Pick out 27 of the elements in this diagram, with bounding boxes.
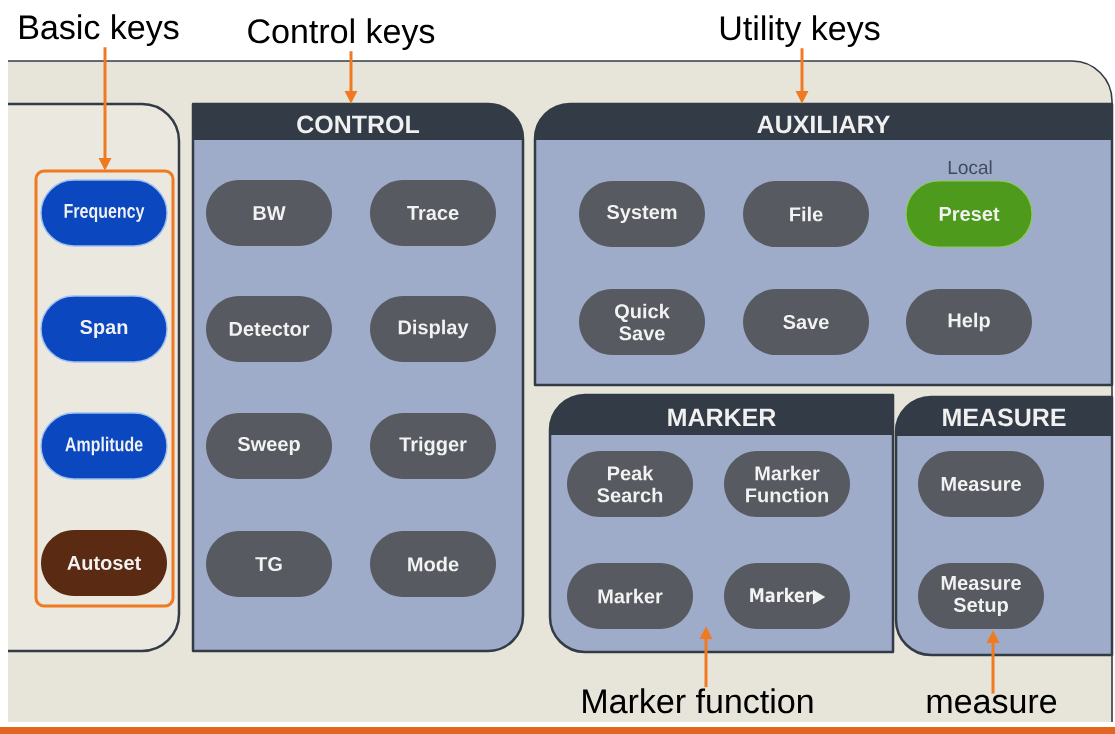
- key-button: Trace: [370, 180, 496, 246]
- annotation-label: Utility keys: [720, 15, 880, 48]
- annotation-label: measure: [927, 694, 1057, 714]
- key-button: Display: [370, 296, 496, 362]
- highlight-box: [34, 169, 175, 608]
- key-button: Trigger: [370, 413, 496, 479]
- key-button: Autoset: [41, 530, 167, 596]
- key-button: Marker: [567, 563, 693, 629]
- key-caption: Local: [948, 160, 992, 175]
- key-button: TG: [206, 531, 332, 597]
- annotation-label: Basic keys: [20, 14, 179, 47]
- key-button: Sweep: [206, 413, 332, 479]
- key-button: Marker Function: [724, 451, 850, 517]
- key-button: Detector: [206, 296, 332, 362]
- key-button: Mode: [370, 531, 496, 597]
- key-button: Marker▶: [724, 563, 850, 629]
- key-button: Quick Save: [579, 289, 705, 355]
- key-button: Measure Setup: [918, 563, 1044, 629]
- key-button: File: [743, 181, 869, 247]
- key-button: Save: [743, 289, 869, 355]
- key-button: Peak Search: [567, 451, 693, 517]
- key-button: System: [579, 181, 705, 247]
- key-button: Measure: [918, 451, 1044, 517]
- annotation-label: Marker function: [583, 688, 813, 714]
- key-button: Help: [906, 289, 1032, 355]
- annotation-label: Control keys: [248, 18, 435, 51]
- key-button: BW: [206, 180, 332, 246]
